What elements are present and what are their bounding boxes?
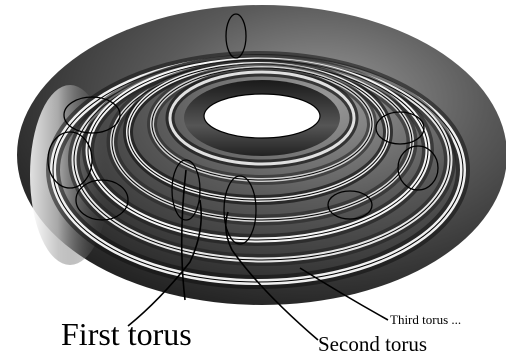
second-torus-label: Second torus: [318, 332, 427, 356]
third-torus-label: Third torus ...: [390, 312, 461, 328]
torus-hole: [204, 94, 320, 138]
first-torus-label: First torus: [61, 316, 192, 352]
